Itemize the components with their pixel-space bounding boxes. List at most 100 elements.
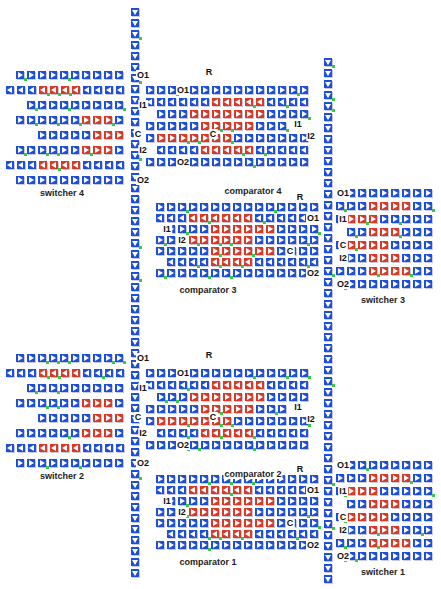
tile-arrow — [190, 259, 195, 265]
blue-tile — [324, 190, 332, 198]
tile-arrow — [235, 204, 240, 210]
blue-tile — [16, 146, 24, 154]
blue-tile — [289, 146, 297, 154]
tile-arrow — [158, 270, 163, 276]
blue-tile — [267, 429, 275, 437]
blue-tile — [324, 102, 332, 110]
blue-tile — [289, 134, 297, 142]
signal-dot — [231, 141, 234, 144]
red-tile — [266, 247, 274, 255]
signal-dot — [139, 246, 142, 249]
red-tile — [256, 110, 264, 118]
blue-tile — [60, 146, 68, 154]
tile-arrow — [170, 135, 175, 141]
tile-shadow — [256, 270, 264, 278]
blue-tile — [131, 404, 139, 412]
blue-tile — [131, 437, 139, 445]
tile-arrow — [338, 268, 343, 274]
blue-tile — [28, 369, 36, 377]
tile-shadow — [425, 281, 433, 289]
blue-tile — [82, 131, 90, 139]
blue-tile — [131, 470, 139, 478]
tile-arrow — [325, 126, 331, 131]
tile-shadow — [191, 442, 199, 450]
blue-tile — [288, 236, 296, 244]
blue-tile — [131, 239, 139, 247]
blue-tile — [299, 225, 307, 233]
blue-tile — [179, 122, 187, 130]
tile-shadow — [106, 162, 114, 170]
tile-shadow — [116, 430, 124, 438]
blue-tile — [157, 393, 165, 401]
tile-arrow — [360, 229, 365, 235]
tile-arrow — [132, 153, 138, 158]
tile-arrow — [84, 117, 89, 123]
tile-shadow — [370, 281, 378, 289]
tile-arrow — [236, 135, 241, 141]
blue-tile — [299, 203, 307, 211]
blue-tile — [131, 228, 139, 236]
red-tile — [190, 110, 198, 118]
blue-tile — [391, 280, 399, 288]
tile-arrow — [290, 226, 295, 232]
tile-arrow — [279, 270, 284, 276]
red-tile — [93, 414, 101, 422]
tile-shadow — [7, 87, 15, 95]
tile-shadow — [105, 430, 113, 438]
blue-tile — [300, 86, 308, 94]
tile-shadow — [158, 370, 166, 378]
tile-arrow — [224, 99, 229, 105]
tile-shadow — [425, 229, 433, 237]
tile-shadow — [132, 317, 140, 325]
tile-shadow — [381, 216, 389, 224]
blue-tile — [324, 355, 332, 363]
red-tile — [256, 393, 264, 401]
tile-shadow — [158, 123, 166, 131]
red-tile — [234, 146, 242, 154]
tile-shadow — [191, 406, 199, 414]
tile-shadow — [72, 132, 80, 140]
tile-shadow — [94, 72, 102, 80]
tile-shadow — [224, 442, 232, 450]
tile-arrow — [360, 190, 365, 196]
tile-arrow — [95, 370, 100, 376]
tile-arrow — [325, 236, 331, 241]
tile-arrow — [132, 439, 138, 444]
blue-tile — [167, 258, 175, 266]
blue-tile — [49, 116, 57, 124]
tile-arrow — [360, 242, 365, 248]
tile-arrow — [214, 394, 219, 400]
blue-tile — [245, 417, 253, 425]
tile-shadow — [106, 370, 114, 378]
tile-shadow — [224, 406, 232, 414]
tile-arrow — [181, 418, 186, 424]
tile-arrow — [404, 216, 409, 222]
tile-arrow — [84, 132, 89, 138]
tile-arrow — [236, 406, 241, 412]
blue-tile — [157, 441, 165, 449]
blue-tile — [324, 234, 332, 242]
blue-tile — [324, 179, 332, 187]
red-tile — [168, 417, 176, 425]
tile-shadow — [94, 430, 102, 438]
blue-tile — [16, 71, 24, 79]
red-tile — [234, 122, 242, 130]
tile-shadow — [190, 237, 198, 245]
tile-shadow — [28, 72, 36, 80]
blue-tile — [115, 459, 123, 467]
tile-shadow — [191, 147, 199, 155]
blue-tile — [255, 258, 263, 266]
blue-tile — [234, 158, 242, 166]
tile-arrow — [132, 230, 138, 235]
tile-arrow — [325, 258, 331, 263]
signal-dot — [79, 466, 82, 469]
tile-shadow — [224, 147, 232, 155]
tile-arrow — [236, 394, 241, 400]
blue-tile — [424, 228, 432, 236]
tile-arrow — [40, 177, 45, 183]
blue-tile — [244, 203, 252, 211]
red-tile — [222, 214, 230, 222]
tile-shadow — [267, 259, 275, 267]
tile-shadow — [18, 87, 26, 95]
tile-shadow — [245, 237, 253, 245]
